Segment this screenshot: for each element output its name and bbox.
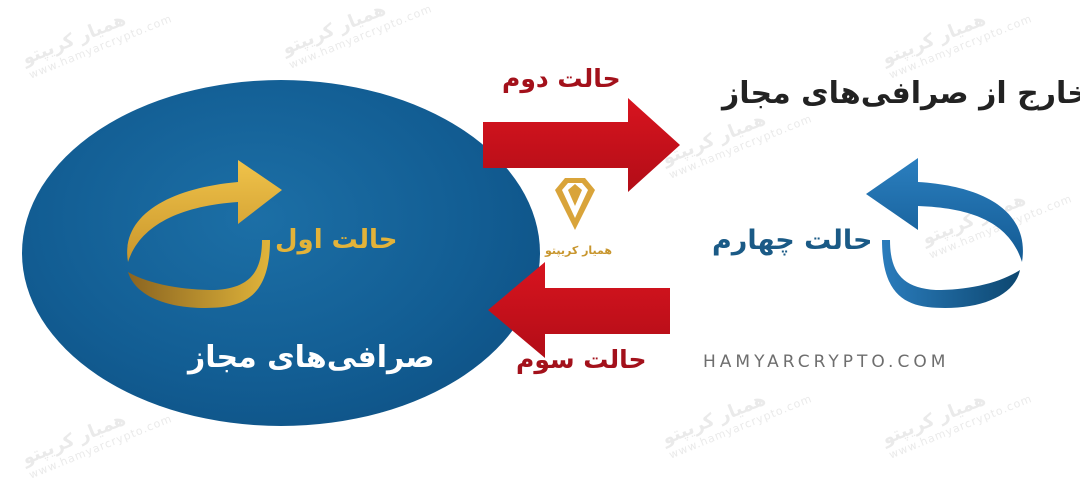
third-case-label: حالت سوم [516, 345, 647, 374]
brand-name: همیار کریپتو [545, 244, 613, 257]
authorized-exchanges-label: صرافی‌های مجاز [188, 340, 435, 375]
diamond-logo-icon [555, 178, 595, 230]
second-case-label: حالت دوم [502, 64, 621, 93]
website-text: HAMYARCRYPTO.COM [703, 352, 950, 372]
first-case-label: حالت اول [275, 225, 398, 255]
outside-exchanges-label: خارج از صرافی‌های مجاز [722, 76, 1080, 111]
fourth-case-label: حالت چهارم [712, 225, 873, 256]
second-case-arrow-icon [483, 98, 680, 192]
third-case-arrow-icon [488, 262, 670, 358]
first-case-arrow-icon [127, 160, 282, 308]
fourth-case-arrow-icon [866, 158, 1023, 308]
authorized-exchanges-area [22, 80, 540, 426]
